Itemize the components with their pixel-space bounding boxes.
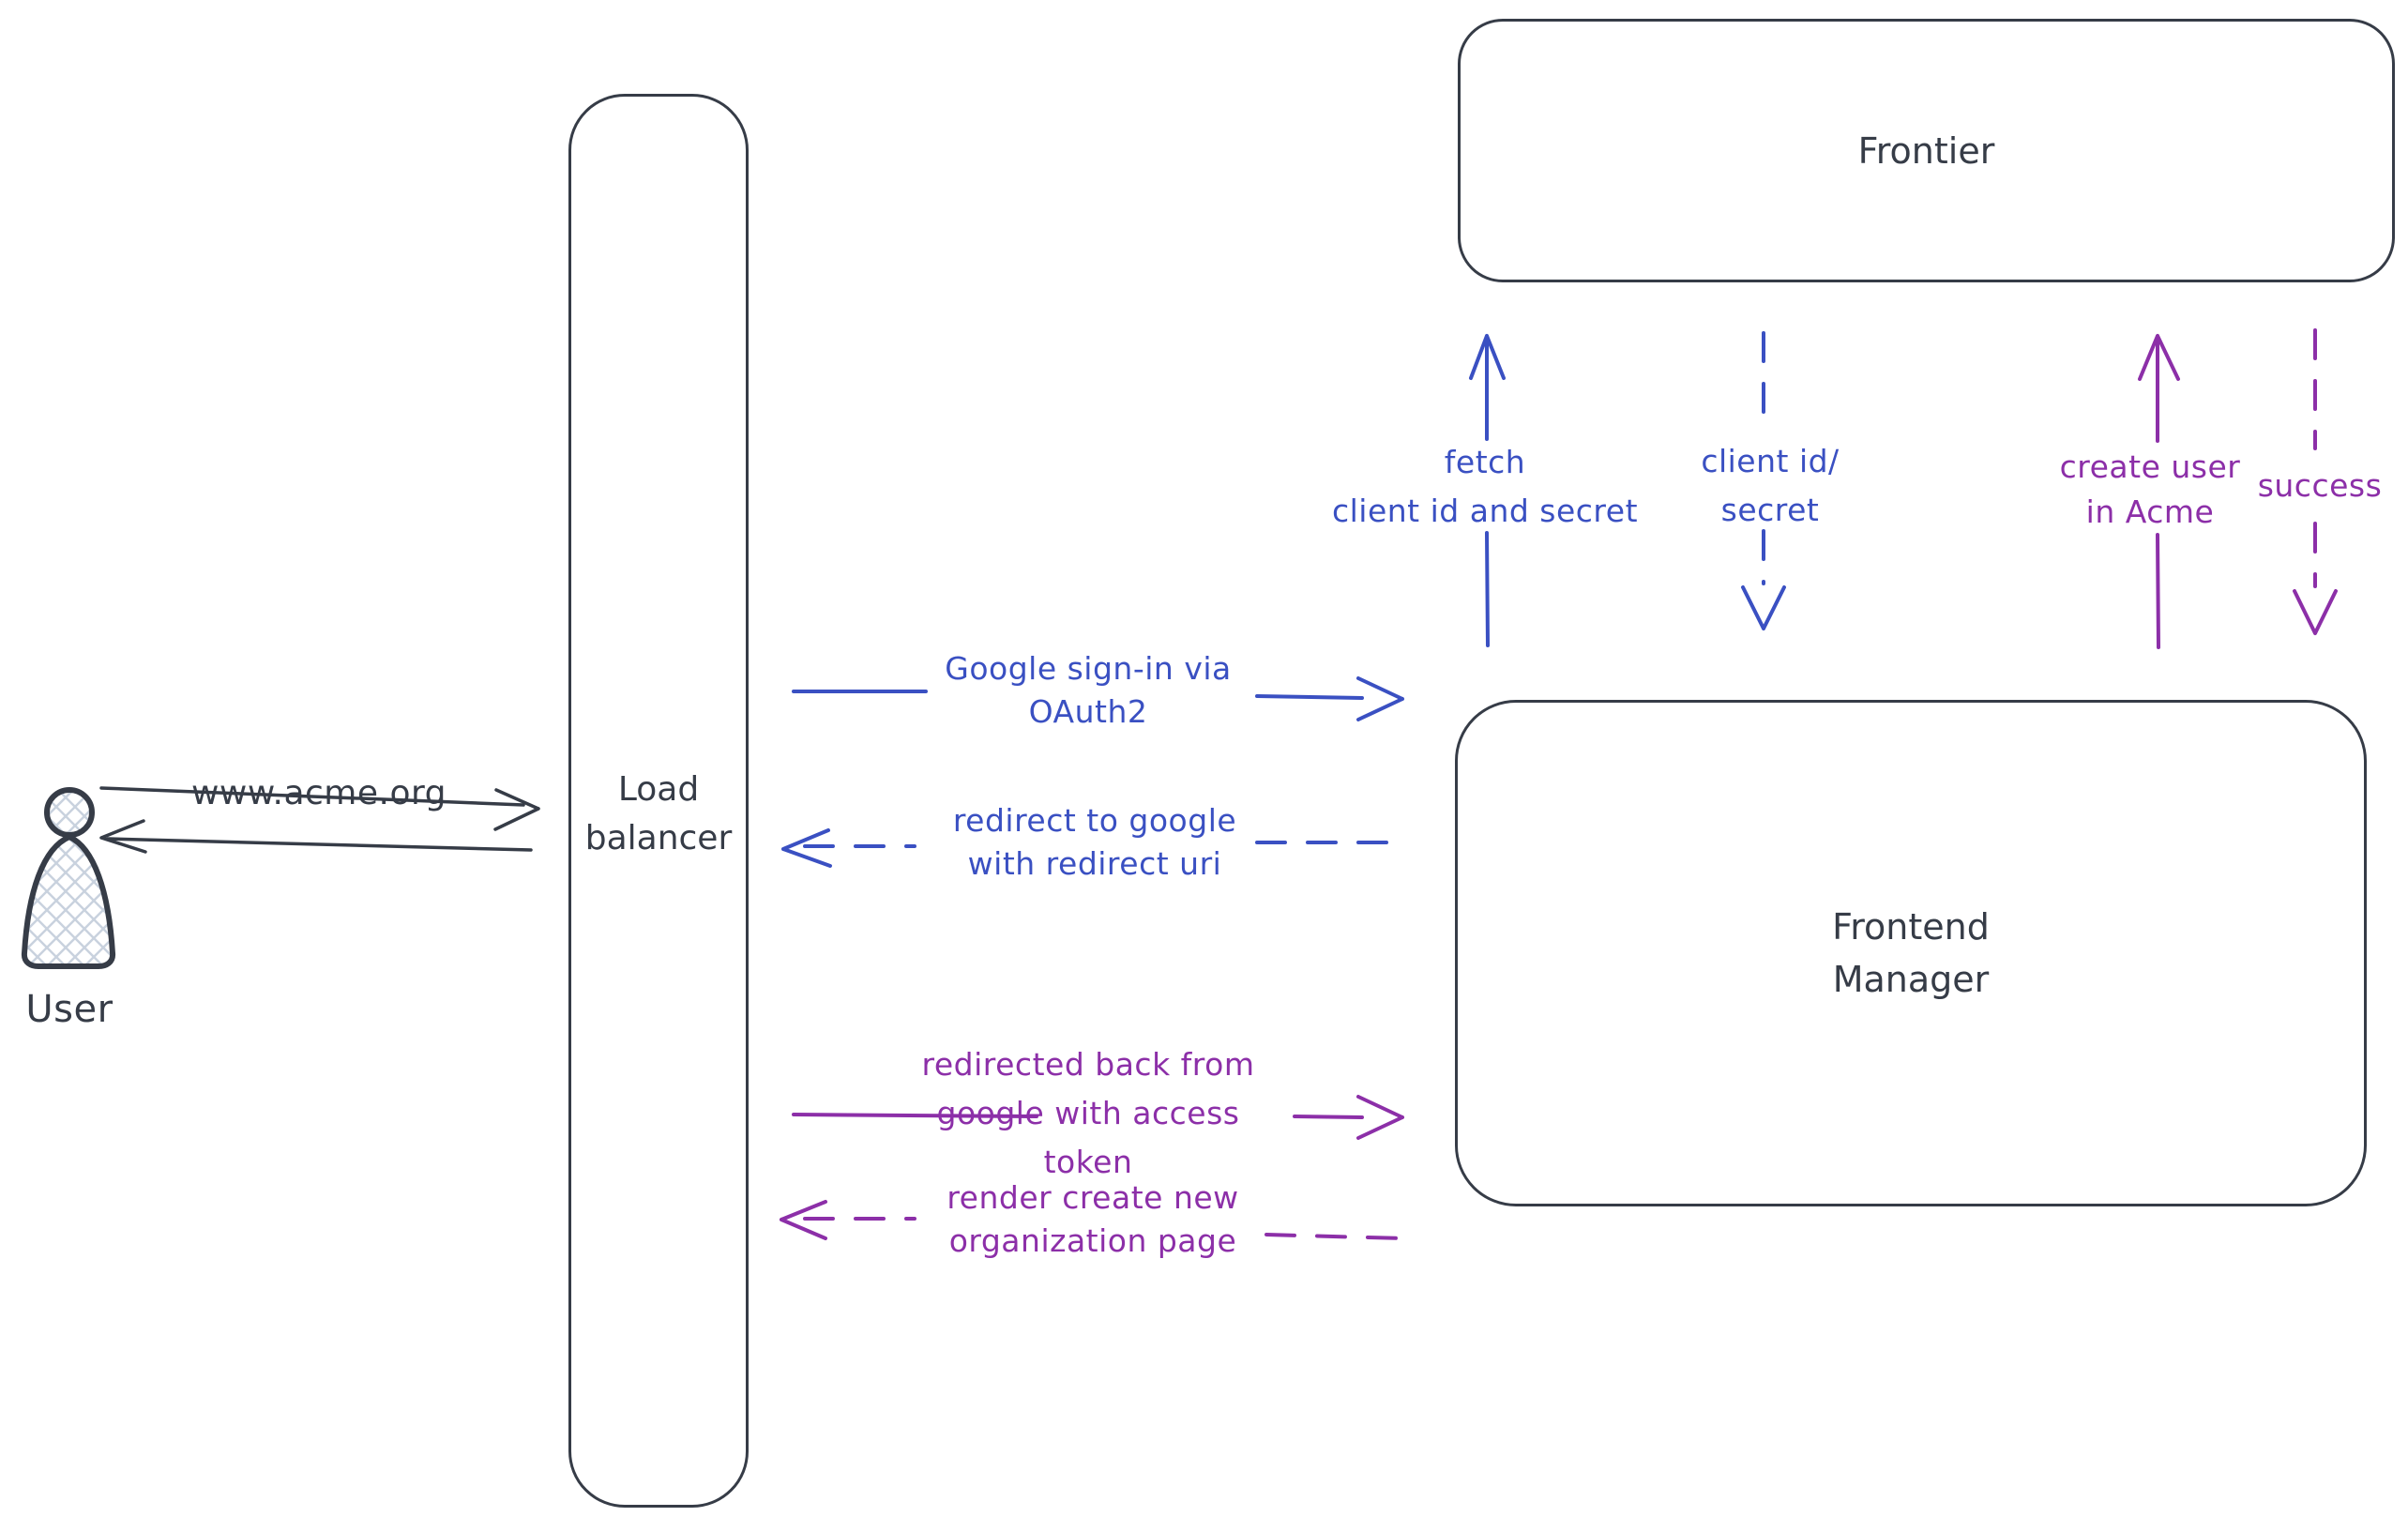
node-label-line: Frontend: [1832, 906, 1990, 948]
edge-label-success: success: [2203, 464, 2408, 508]
edge-label-create-user: create user in Acme: [2009, 445, 2291, 535]
edge-label-google-signin: Google sign-in via OAuth2: [868, 647, 1309, 734]
label-line: redirect to google: [952, 802, 1237, 839]
arrow-line: [792, 1113, 1364, 1119]
label-line: create user: [2059, 448, 2241, 485]
edge-redirect-google-arrow: [781, 828, 1404, 868]
node-frontend-manager: Frontend Manager: [1455, 700, 2367, 1206]
arrow-head: [780, 1200, 827, 1240]
arrow-line: [106, 837, 533, 852]
node-label-line: balancer: [584, 818, 733, 857]
label-line: with redirect uri: [967, 845, 1222, 882]
edge-acme-response-arrow: [99, 819, 533, 854]
edge-label-client-credentials: client id/ secret: [1629, 437, 1911, 535]
node-frontier: Frontier: [1458, 19, 2395, 282]
arrow-line: [803, 841, 1404, 848]
arrow-head: [1741, 585, 1786, 630]
edge-fetch-credentials-arrow: [1469, 334, 1506, 647]
node-label-line: Load: [617, 769, 700, 809]
node-label-line: Manager: [1832, 959, 1990, 1000]
node-label-line: Frontier: [1857, 129, 1995, 172]
edge-label-redirect-google: redirect to google with redirect uri: [870, 799, 1320, 886]
arrow-head: [99, 819, 147, 854]
label-line: success: [2257, 467, 2383, 504]
arrow-head: [2293, 589, 2338, 635]
person-body: [21, 834, 116, 969]
edge-render-page-arrow: [780, 1200, 1404, 1240]
edge-acme-request-arrow: [99, 786, 540, 831]
label-line: Google sign-in via: [945, 650, 1232, 687]
arrow-head: [1356, 1095, 1404, 1140]
label-line: google with access: [936, 1095, 1240, 1131]
label-line: fetch: [1444, 444, 1526, 480]
arrow-head: [1356, 676, 1404, 721]
edge-label-redirected-back: redirected back from google with access …: [863, 1040, 1313, 1187]
edge-success-arrow: [2293, 328, 2338, 635]
person-icon: [21, 787, 116, 969]
label-line: render create new: [947, 1179, 1239, 1216]
arrow-head: [2138, 334, 2180, 381]
arrow-head: [781, 828, 832, 868]
label-line: in Acme: [2085, 493, 2215, 530]
edge-redirected-back-arrow: [792, 1095, 1404, 1140]
label-line: client id and secret: [1331, 493, 1639, 529]
arrow-head: [493, 788, 540, 831]
label-line: OAuth2: [1028, 693, 1148, 730]
label-line: organization page: [948, 1222, 1237, 1259]
arrow-line: [792, 690, 1364, 700]
edge-label-acme-request: www.acme.org: [131, 772, 507, 815]
edge-create-user-arrow: [2138, 334, 2180, 649]
edge-label-fetch-credentials: fetch client id and secret: [1288, 438, 1682, 536]
arrow-line: [803, 1217, 1404, 1240]
label-line: secret: [1720, 492, 1820, 528]
label-line: www.acme.org: [190, 774, 447, 812]
node-load-balancer: Load balancer: [568, 94, 749, 1508]
arrow-head: [1469, 334, 1506, 380]
arrow-line: [1485, 341, 1490, 647]
label-line: User: [25, 988, 114, 1031]
person-head: [44, 787, 95, 838]
edge-label-render-page: render create new organization page: [868, 1176, 1318, 1263]
label-line: redirected back from: [921, 1046, 1255, 1083]
edge-google-signin-arrow: [792, 676, 1404, 721]
label-line: client id/: [1701, 443, 1840, 479]
actor-label: User: [4, 987, 135, 1032]
edge-client-credentials-arrow: [1741, 331, 1786, 630]
label-line: token: [1043, 1144, 1133, 1180]
arrow-line: [99, 786, 525, 807]
